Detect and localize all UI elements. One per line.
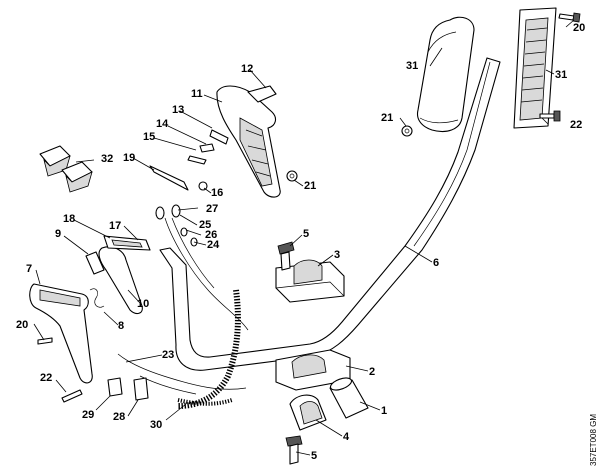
- leader-lines: [33, 19, 575, 456]
- callout-17: 17: [109, 220, 121, 232]
- callout-26: 26: [205, 229, 217, 241]
- clamp-lower: [275, 349, 351, 391]
- callout-21b: 21: [304, 180, 316, 192]
- callout-8: 8: [118, 320, 124, 332]
- handle-clamp-17-18: [103, 235, 151, 251]
- callout-27: 27: [206, 203, 218, 215]
- handle-half-shell: [98, 246, 143, 315]
- cable-connectors: [155, 204, 198, 247]
- callout-3: 3: [334, 249, 340, 261]
- spacer-sleeve: [329, 377, 369, 419]
- clamp-screw-lower: [285, 435, 303, 465]
- callout-32: 32: [101, 153, 113, 165]
- screw-left-lower: [61, 389, 83, 403]
- callout-29: 29: [82, 409, 94, 421]
- callout-18: 18: [63, 213, 75, 225]
- callout-10: 10: [137, 298, 149, 310]
- clamp-screw-upper: [277, 241, 295, 271]
- callout-20a: 20: [573, 22, 585, 34]
- callout-24: 24: [207, 239, 220, 251]
- callout-16: 16: [211, 187, 223, 199]
- callout-4: 4: [343, 431, 350, 443]
- clamp-upper: [275, 259, 345, 303]
- corrugated-hose: [177, 289, 241, 409]
- callout-31b: 31: [555, 69, 567, 81]
- callout-9: 9: [55, 228, 61, 240]
- wire-clips: [107, 377, 149, 401]
- trigger-parts: [187, 129, 229, 191]
- callout-2: 2: [369, 366, 375, 378]
- callout-23: 23: [162, 349, 174, 361]
- callout-14: 14: [156, 118, 169, 130]
- nut-middle: [286, 170, 298, 182]
- clamp-bracket: [289, 394, 327, 431]
- callout-13: 13: [172, 104, 184, 116]
- screw-left-upper: [37, 337, 53, 345]
- callout-30: 30: [150, 419, 162, 431]
- callout-7: 7: [26, 263, 32, 275]
- callout-5a: 5: [303, 228, 309, 240]
- grip-sleeve: [416, 16, 475, 133]
- left-handle-housing: [29, 283, 93, 384]
- callout-28: 28: [113, 411, 125, 423]
- lock-lever: [247, 85, 277, 103]
- callout-5b: 5: [311, 450, 317, 462]
- callout-11: 11: [191, 88, 203, 100]
- screw-top-right: [558, 12, 581, 23]
- callout-1: 1: [381, 405, 387, 417]
- nut-upper: [401, 125, 413, 137]
- document-code: 357ET008 GM: [589, 414, 598, 466]
- ribbed-grip: [513, 7, 557, 129]
- callout-22b: 22: [40, 372, 52, 384]
- callout-15: 15: [143, 131, 155, 143]
- throttle-rod: [149, 165, 189, 191]
- rubber-buffers: [39, 145, 93, 193]
- callout-31a: 31: [406, 60, 418, 72]
- callout-19: 19: [123, 152, 135, 164]
- callout-labels: 1 2 3 4 5 5 6 7 8 9 10 11 12 13 14 15 16…: [16, 22, 585, 462]
- spring-clip: [89, 288, 105, 308]
- small-lever-left: [85, 251, 105, 275]
- callout-25: 25: [199, 219, 211, 231]
- screw-right: [539, 110, 561, 122]
- callout-20b: 20: [16, 319, 28, 331]
- control-handle-housing: [216, 85, 281, 198]
- callout-21a: 21: [381, 112, 393, 124]
- callout-22a: 22: [570, 119, 582, 131]
- callout-6: 6: [433, 257, 439, 269]
- callout-12: 12: [241, 63, 253, 75]
